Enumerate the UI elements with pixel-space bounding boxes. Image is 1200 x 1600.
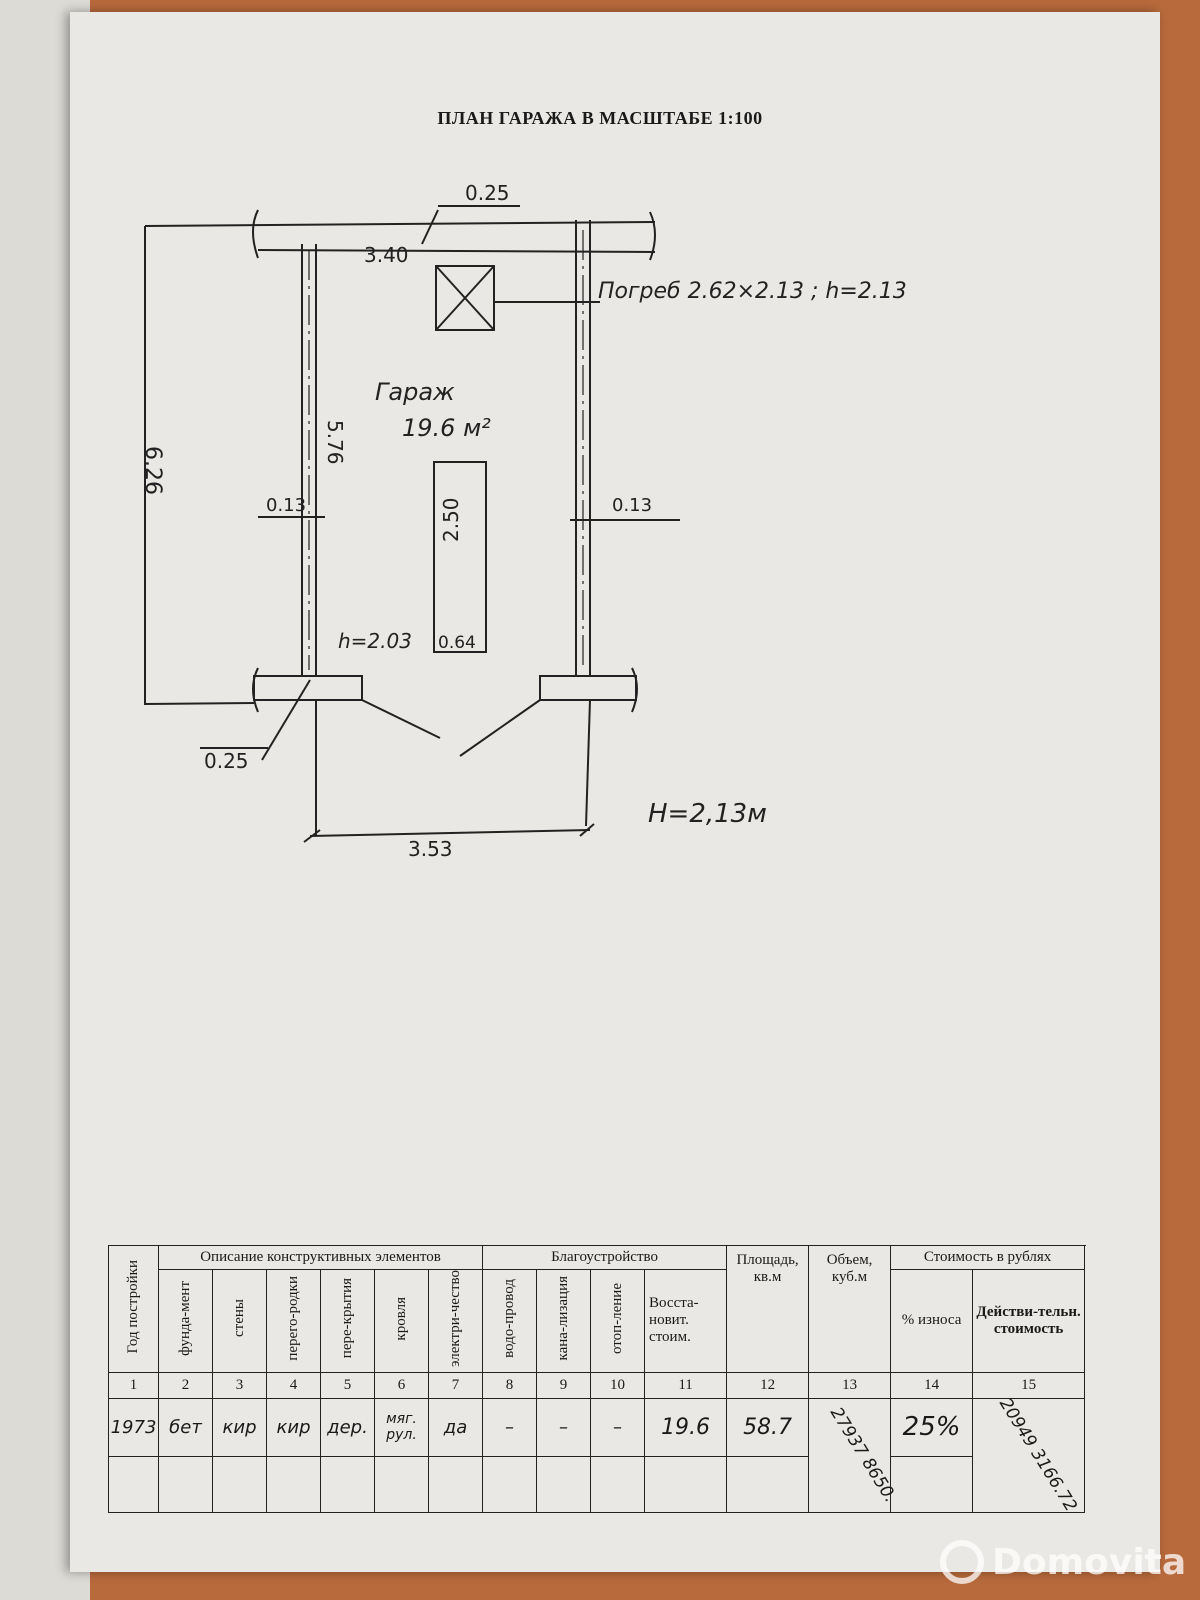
dim-outer-length: 6.26 bbox=[140, 446, 165, 495]
table-row-empty bbox=[108, 1455, 1085, 1513]
col-num: 2 bbox=[158, 1371, 213, 1399]
th-volume: Объем, куб.м bbox=[808, 1245, 892, 1373]
val-electric: да bbox=[427, 1397, 484, 1457]
val-area: 19.6 bbox=[644, 1397, 728, 1457]
col-num: 11 bbox=[644, 1371, 728, 1399]
val-heating: – bbox=[590, 1397, 646, 1457]
dim-pit-length: 2.50 bbox=[439, 497, 463, 542]
empty-cell bbox=[158, 1455, 213, 1513]
val-roof: мяг. рул. bbox=[374, 1397, 429, 1457]
room-area: 19.6 м² bbox=[402, 414, 491, 442]
th-cost: Стоимость в рублях bbox=[890, 1245, 1086, 1270]
th-year: Год постройки bbox=[108, 1245, 159, 1373]
val-actual: 20949 3166.72 bbox=[995, 1395, 1081, 1516]
dim-bottom-wall: 0.25 bbox=[204, 749, 249, 773]
col-num: 15 bbox=[972, 1371, 1086, 1399]
th-actual: Действи-тельн. стоимость bbox=[972, 1269, 1086, 1373]
empty-cell bbox=[726, 1455, 810, 1513]
empty-cell bbox=[890, 1455, 974, 1513]
col-num: 3 bbox=[212, 1371, 267, 1399]
dim-outer-width: 3.53 bbox=[408, 837, 453, 861]
col-num: 8 bbox=[482, 1371, 538, 1399]
col-num: 4 bbox=[266, 1371, 321, 1399]
val-sewer: – bbox=[536, 1397, 592, 1457]
empty-cell bbox=[590, 1455, 646, 1513]
dim-inner-width: 3.40 bbox=[364, 243, 409, 267]
th-amenities: Благоустройство bbox=[482, 1245, 728, 1270]
col-num: 1 bbox=[108, 1371, 159, 1399]
val-wear: 25% bbox=[890, 1397, 974, 1457]
th-elements: Описание конструктивных элементов bbox=[157, 1245, 484, 1270]
garage-floor-plan: 0.25 3.40 Погреб 2.62×2.13 ; h=2.13 Гара… bbox=[140, 181, 907, 861]
th-walls: стены bbox=[212, 1269, 267, 1373]
table-row: 1973 бет кир кир дер. мяг. рул. да – – –… bbox=[108, 1395, 1086, 1516]
val-restore: 27937 8650. bbox=[826, 1404, 901, 1507]
th-roof: кровля bbox=[374, 1269, 429, 1373]
val-walls: кир bbox=[212, 1397, 267, 1457]
val-partitions: кир bbox=[266, 1397, 321, 1457]
val-restore-cell: 27937 8650. bbox=[808, 1397, 900, 1513]
empty-cell bbox=[108, 1455, 159, 1513]
col-num: 9 bbox=[536, 1371, 592, 1399]
cellar-label: Погреб 2.62×2.13 ; h=2.13 bbox=[598, 279, 907, 304]
height-small: h=2.03 bbox=[338, 629, 412, 653]
val-floors: дер. bbox=[320, 1397, 375, 1457]
column-numbers-row: 1 2 3 4 5 6 7 8 9 10 11 12 13 14 15 bbox=[108, 1371, 1086, 1399]
height-total: H=2,13м bbox=[648, 799, 767, 829]
room-name: Гараж bbox=[375, 378, 455, 406]
th-restore: Восста-новит. стоим. bbox=[644, 1269, 728, 1373]
val-year: 1973 bbox=[108, 1397, 159, 1457]
dim-pit-width: 0.64 bbox=[438, 633, 476, 653]
col-num: 10 bbox=[590, 1371, 646, 1399]
th-area: Площадь, кв.м bbox=[726, 1245, 810, 1373]
th-heating: отоп-ление bbox=[590, 1269, 646, 1373]
dim-left-wall: 0.13 bbox=[266, 495, 306, 516]
empty-cell bbox=[374, 1455, 429, 1513]
th-water: водо-провод bbox=[482, 1269, 538, 1373]
th-sewer: кана-лизация bbox=[536, 1269, 592, 1373]
dim-right-wall: 0.13 bbox=[612, 495, 652, 516]
th-wear: % износа bbox=[890, 1269, 974, 1373]
empty-cell bbox=[320, 1455, 375, 1513]
empty-cell bbox=[536, 1455, 592, 1513]
val-foundation: бет bbox=[158, 1397, 213, 1457]
dim-top-wall: 0.25 bbox=[465, 181, 510, 205]
col-num: 6 bbox=[374, 1371, 429, 1399]
empty-cell bbox=[212, 1455, 267, 1513]
empty-cell bbox=[266, 1455, 321, 1513]
watermark-text: Domovita bbox=[992, 1541, 1187, 1583]
dim-inner-length: 5.76 bbox=[323, 420, 347, 465]
page-title: ПЛАН ГАРАЖА В МАСШТАБЕ 1:100 bbox=[437, 108, 763, 128]
watermark-logo: Domovita bbox=[940, 1540, 1186, 1584]
col-num: 13 bbox=[808, 1371, 892, 1399]
inventory-table: Год постройки Описание конструктивных эл… bbox=[108, 1245, 1086, 1516]
empty-cell bbox=[482, 1455, 538, 1513]
col-num: 12 bbox=[726, 1371, 810, 1399]
val-volume: 58.7 bbox=[726, 1397, 810, 1457]
th-foundation: фунда-мент bbox=[158, 1269, 213, 1373]
logo-circle-icon bbox=[940, 1540, 984, 1584]
th-floors: пере-крытия bbox=[320, 1269, 375, 1373]
col-num: 5 bbox=[320, 1371, 375, 1399]
empty-cell bbox=[644, 1455, 728, 1513]
th-electric: электри-чество bbox=[427, 1269, 484, 1373]
val-actual-cell: 20949 3166.72 bbox=[972, 1395, 1086, 1516]
col-num: 7 bbox=[427, 1371, 484, 1399]
th-partitions: перего-родки bbox=[266, 1269, 321, 1373]
val-water: – bbox=[482, 1397, 538, 1457]
col-num: 14 bbox=[890, 1371, 974, 1399]
empty-cell bbox=[427, 1455, 484, 1513]
